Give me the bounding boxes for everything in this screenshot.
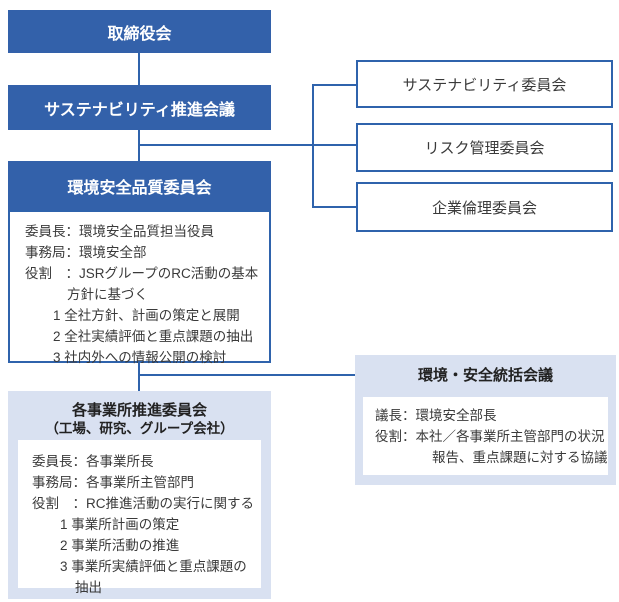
meeting-line: 役割：本社／各事業所主管部門の状況 bbox=[375, 429, 605, 444]
connector-board-to-council bbox=[138, 53, 140, 85]
connector-side-vertical bbox=[312, 84, 314, 208]
board-of-directors-box: 取締役会 bbox=[8, 10, 271, 53]
esq-line: 役割 ：JSRグループのRC活動の基本 bbox=[25, 266, 259, 281]
site-line: 1 事業所計画の策定 bbox=[60, 517, 180, 532]
connector-esq-to-site bbox=[138, 363, 140, 391]
site-committee-title: 各事業所推進委員会 bbox=[71, 402, 207, 419]
risk-management-committee-label: リスク管理委員会 bbox=[424, 140, 545, 157]
sustainability-council-box: サステナビリティ推進会議 bbox=[8, 85, 271, 130]
risk-management-committee-box: リスク管理委員会 bbox=[356, 123, 613, 172]
env-safety-meeting-title: 環境・安全統括会議 bbox=[417, 367, 553, 384]
site-committee-body: 委員長：各事業所長 事務局：各事業所主管部門 役割 ：RC推進活動の実行に関する… bbox=[18, 440, 261, 595]
corporate-ethics-committee-box: 企業倫理委員会 bbox=[356, 182, 613, 232]
site-line: 役割 ：RC推進活動の実行に関する bbox=[32, 496, 254, 511]
sustainability-committee-box: サステナビリティ委員会 bbox=[356, 60, 613, 108]
esq-committee-header: 環境安全品質委員会 bbox=[8, 161, 271, 210]
site-committee-panel: 各事業所推進委員会 （工場、研究、グループ会社） 委員長：各事業所長 事務局：各… bbox=[8, 391, 271, 599]
meeting-line: 議長：環境安全部長 bbox=[375, 408, 497, 423]
esq-line: 3 社内外への情報公開の検討 bbox=[53, 350, 227, 365]
env-safety-meeting-panel: 環境・安全統括会議 議長：環境安全部長 役割：本社／各事業所主管部門の状況 報告… bbox=[355, 355, 616, 485]
board-of-directors-label: 取締役会 bbox=[107, 25, 172, 43]
site-line: 抽出 bbox=[75, 580, 102, 595]
esq-committee-body: 委員長：環境安全品質担当役員 事務局：環境安全部 役割 ：JSRグループのRC活… bbox=[8, 210, 271, 365]
site-line: 事務局：各事業所主管部門 bbox=[32, 475, 194, 490]
esq-committee-title: 環境安全品質委員会 bbox=[67, 179, 212, 197]
env-safety-meeting-body: 議長：環境安全部長 役割：本社／各事業所主管部門の状況 報告、重点課題に対する協… bbox=[363, 397, 608, 475]
esq-line: 1 全社方針、計画の策定と展開 bbox=[53, 308, 240, 323]
connector-side-stub-bottom bbox=[312, 206, 356, 208]
corporate-ethics-committee-label: 企業倫理委員会 bbox=[431, 199, 537, 217]
site-line: 2 事業所活動の推進 bbox=[60, 538, 180, 553]
esq-line: 事務局：環境安全部 bbox=[25, 245, 147, 260]
sustainability-council-label: サステナビリティ推進会議 bbox=[44, 101, 235, 119]
site-committee-subtitle: （工場、研究、グループ会社） bbox=[45, 421, 234, 436]
esq-line: 方針に基づく bbox=[67, 287, 148, 302]
site-line: 委員長：各事業所長 bbox=[32, 454, 154, 469]
site-line: 3 事業所実績評価と重点課題の bbox=[60, 559, 247, 574]
connector-council-to-side bbox=[138, 144, 356, 146]
connector-side-stub-top bbox=[312, 84, 356, 86]
esq-line: 委員長：環境安全品質担当役員 bbox=[25, 224, 214, 239]
meeting-line: 報告、重点課題に対する協議 bbox=[432, 450, 608, 465]
connector-to-env-safety-meeting bbox=[138, 374, 355, 376]
esq-line: 2 全社実績評価と重点課題の抽出 bbox=[53, 329, 254, 344]
sustainability-committee-label: サステナビリティ委員会 bbox=[402, 76, 567, 94]
